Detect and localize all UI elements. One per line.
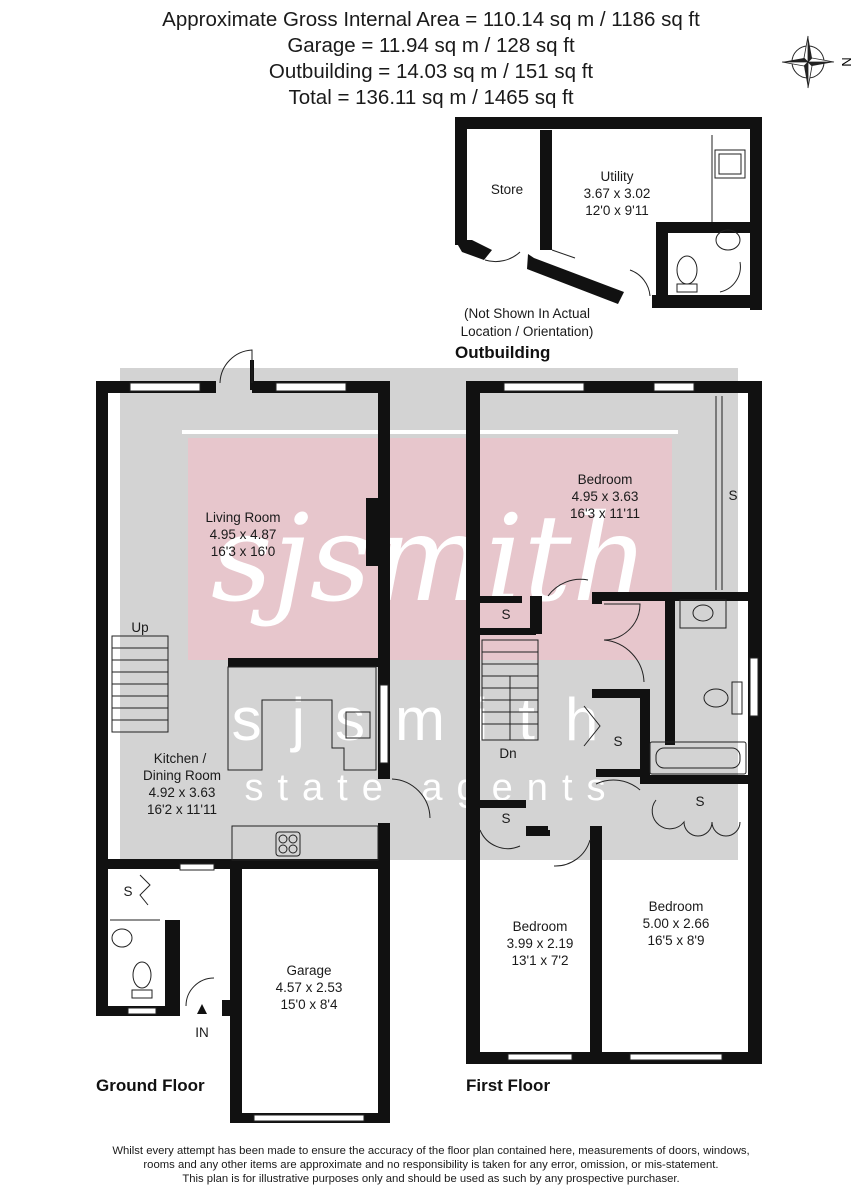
kitchen-name-2: Dining Room bbox=[143, 768, 221, 783]
watermark-tagline: state agents bbox=[244, 767, 619, 809]
outbuilding-fixtures bbox=[484, 135, 746, 297]
kitchen-imperial: 16'2 x 11'11 bbox=[147, 802, 217, 817]
disclaimer-line-3: This plan is for illustrative purposes o… bbox=[182, 1173, 680, 1185]
wardrobe-storage-label: S bbox=[728, 488, 737, 503]
living-room-name: Living Room bbox=[205, 510, 280, 525]
watermark-name: sjsmith bbox=[232, 686, 629, 753]
garage-name: Garage bbox=[286, 963, 331, 978]
outbuilding-plan bbox=[455, 117, 762, 310]
compass-label: N bbox=[839, 57, 854, 66]
outbuilding-note-1: (Not Shown In Actual bbox=[464, 306, 590, 321]
bedroom-top-imperial: 16'3 x 11'11 bbox=[570, 506, 640, 521]
bedroom-top-name: Bedroom bbox=[578, 472, 633, 487]
bedroom-right-imperial: 16'5 x 8'9 bbox=[648, 933, 705, 948]
area-summary-outbuilding: Outbuilding = 14.03 sq m / 151 sq ft bbox=[268, 60, 594, 83]
kitchen-metric: 4.92 x 3.63 bbox=[149, 785, 216, 800]
utility-imperial: 12'0 x 9'11 bbox=[585, 203, 648, 218]
first-stairs-label: Dn bbox=[499, 746, 516, 761]
first-floor-walls bbox=[466, 381, 762, 1064]
garage-metric: 4.57 x 2.53 bbox=[276, 980, 343, 995]
ground-floor-title: Ground Floor bbox=[96, 1076, 205, 1095]
ground-storage-label: S bbox=[123, 884, 132, 899]
disclaimer-line-2: rooms and any other items are approximat… bbox=[143, 1159, 719, 1171]
disclaimer-line-1: Whilst every attempt has been made to en… bbox=[112, 1145, 750, 1157]
area-summary-gross: Approximate Gross Internal Area = 110.14… bbox=[162, 8, 700, 31]
bedroom-mid-metric: 3.99 x 2.19 bbox=[507, 936, 574, 951]
area-summary-total: Total = 136.11 sq m / 1465 sq ft bbox=[288, 86, 574, 109]
ground-floor-fixtures bbox=[110, 349, 431, 1122]
bedroom-right-wardrobe-label: S bbox=[695, 794, 704, 809]
garage-imperial: 15'0 x 8'4 bbox=[281, 997, 338, 1012]
first-floor-title: First Floor bbox=[466, 1076, 550, 1095]
landing-storage-label: S bbox=[501, 607, 510, 622]
bedroom-right-name: Bedroom bbox=[649, 899, 704, 914]
watermark-logo-box bbox=[188, 438, 672, 660]
airing-cupboard-label: S bbox=[613, 734, 622, 749]
entrance-label: IN bbox=[195, 1025, 209, 1040]
bedroom-right-metric: 5.00 x 2.66 bbox=[643, 916, 710, 931]
disclaimer: Whilst every attempt has been made to en… bbox=[0, 1144, 862, 1186]
entrance-arrow-icon bbox=[197, 1004, 207, 1014]
living-room-imperial: 16'3 x 16'0 bbox=[211, 544, 275, 559]
living-room-metric: 4.95 x 4.87 bbox=[210, 527, 277, 542]
outbuilding-store-label: Store bbox=[491, 182, 523, 197]
watermark-logo: sjsmith bbox=[211, 490, 649, 629]
outbuilding-note-2: Location / Orientation) bbox=[461, 324, 594, 339]
bedroom-mid-imperial: 13'1 x 7'2 bbox=[512, 953, 569, 968]
outbuilding-title: Outbuilding bbox=[455, 343, 550, 362]
bedroom-top-metric: 4.95 x 3.63 bbox=[572, 489, 639, 504]
bedroom-mid-storage-label: S bbox=[501, 811, 510, 826]
utility-name: Utility bbox=[601, 169, 634, 184]
ground-stairs-label: Up bbox=[131, 620, 148, 635]
first-floor-fixtures bbox=[479, 382, 759, 1061]
utility-metric: 3.67 x 3.02 bbox=[584, 186, 651, 201]
area-summary-garage: Garage = 11.94 sq m / 128 sq ft bbox=[287, 34, 575, 57]
compass-icon bbox=[781, 35, 835, 89]
bedroom-mid-name: Bedroom bbox=[513, 919, 568, 934]
kitchen-name-1: Kitchen / bbox=[154, 751, 207, 766]
